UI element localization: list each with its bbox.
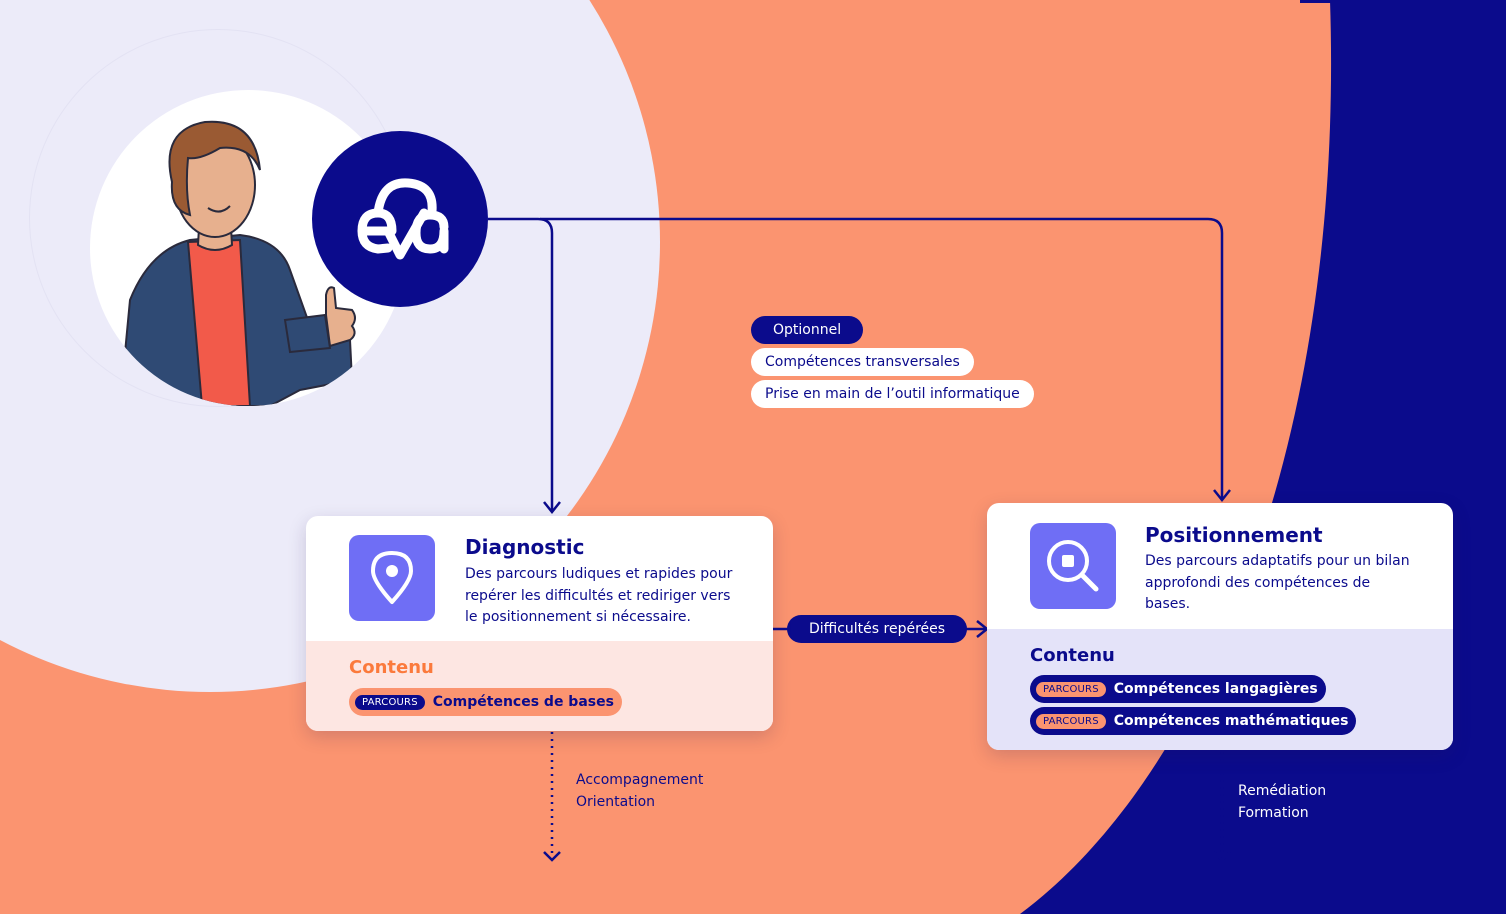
positionnement-content-section: Contenu PARCOURS Compétences langagières… xyxy=(987,629,1453,750)
outcome-label: Orientation xyxy=(576,794,656,810)
connector-to-positionnement xyxy=(540,217,1224,498)
parcours-name: Compétences mathématiques xyxy=(1113,713,1349,729)
outcome-label: Formation xyxy=(1238,805,1309,821)
diagnostic-content-section: Contenu PARCOURS Compétences de bases xyxy=(306,641,773,731)
positionnement-description: Des parcours adaptatifs pour un bilan ap… xyxy=(1145,551,1410,616)
positionnement-outcomes: Remédiation Formation xyxy=(1238,780,1326,824)
eva-logo-icon xyxy=(357,178,449,260)
parcours-tag: PARCOURS xyxy=(355,694,425,710)
arrowhead-positionnement xyxy=(1213,489,1231,503)
parcours-tag: PARCOURS xyxy=(1036,713,1106,729)
corner-notch xyxy=(1300,0,1336,3)
parcours-name: Compétences de bases xyxy=(432,694,614,710)
diagnostic-description-line: Des parcours ludiques et rapides pour xyxy=(465,566,733,582)
positionnement-icon-tile xyxy=(1030,523,1116,609)
positionnement-description-line: Des parcours adaptatifs pour un bilan xyxy=(1145,553,1410,569)
diagnostic-parcours-chip[interactable]: PARCOURS Compétences de bases xyxy=(349,688,622,716)
optional-badge: Optionnel xyxy=(751,316,864,344)
arrowhead-diagnostic-out xyxy=(543,851,561,862)
diagnostic-description: Des parcours ludiques et rapides pour re… xyxy=(465,564,732,629)
diagnostic-outcomes: Accompagnement Orientation xyxy=(576,769,703,813)
optional-item-transversales: Compétences transversales xyxy=(751,348,974,376)
diagnostic-description-line: le positionnement si nécessaire. xyxy=(465,609,691,625)
difficultes-reperees-label: Difficultés repérées xyxy=(787,615,968,643)
diagnostic-card[interactable]: Diagnostic Des parcours ludiques et rapi… xyxy=(306,516,773,731)
optional-item-informatique: Prise en main de l’outil informatique xyxy=(751,380,1034,408)
positionnement-description-line: approfondi des compétences de xyxy=(1145,574,1371,591)
positionnement-title: Positionnement xyxy=(1145,523,1323,547)
parcours-name: Compétences langagières xyxy=(1113,681,1318,697)
avatar xyxy=(90,90,406,406)
outcome-label: Remédiation xyxy=(1238,783,1327,799)
diagnostic-icon-tile xyxy=(349,535,435,621)
positionnement-parcours-chip-langagieres[interactable]: PARCOURS Compétences langagières xyxy=(1030,675,1326,703)
diagnostic-description-line: repérer les difficultés et rediriger ver… xyxy=(465,587,731,604)
arrowhead-positionnement-out xyxy=(1213,851,1231,862)
map-pin-icon xyxy=(371,551,413,604)
positionnement-description-line: bases. xyxy=(1145,596,1191,612)
diagnostic-content-heading: Contenu xyxy=(349,657,434,678)
positionnement-content-heading: Contenu xyxy=(1030,645,1115,666)
diagnostic-title: Diagnostic xyxy=(465,535,585,559)
positionnement-parcours-chip-mathematiques[interactable]: PARCOURS Compétences mathématiques xyxy=(1030,707,1357,735)
outcome-label: Accompagnement xyxy=(576,772,704,788)
positionnement-card[interactable]: Positionnement Des parcours adaptatifs p… xyxy=(987,503,1453,750)
connector-to-diagnostic xyxy=(488,217,554,510)
person-thumbs-up-illustration xyxy=(118,120,356,406)
parcours-tag: PARCOURS xyxy=(1036,681,1106,697)
magnifier-icon xyxy=(1047,540,1099,592)
arrowhead-diagnostic xyxy=(543,501,561,515)
eva-logo xyxy=(312,131,488,307)
